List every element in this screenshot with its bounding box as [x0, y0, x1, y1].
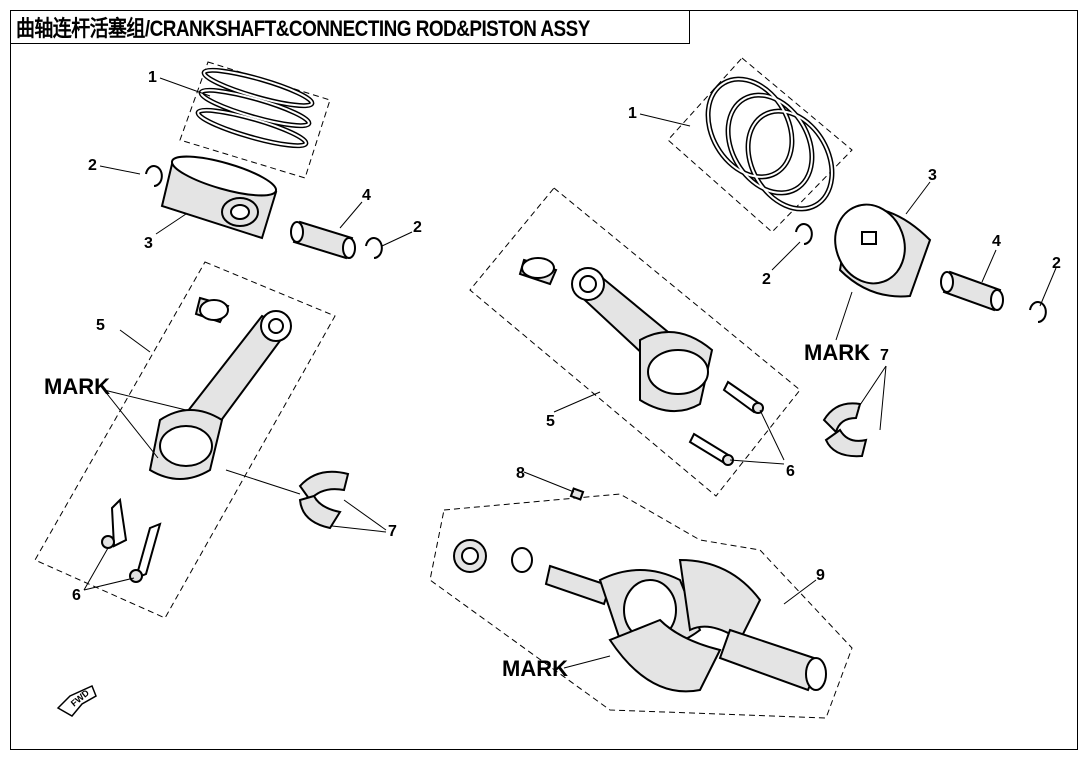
left-callout-4: 4 — [362, 187, 371, 204]
crankshaft — [453, 487, 827, 693]
left-callout-1: 1 — [148, 69, 157, 86]
left-mark-label: MARK — [44, 374, 110, 399]
left-bearing-shells — [298, 470, 350, 530]
diagram-title: 曲轴连杆活塞组/CRANKSHAFT&CONNECTING ROD&PISTON… — [16, 15, 590, 41]
left-callout-7: 7 — [388, 523, 397, 540]
right-conrod-group-box — [469, 187, 801, 497]
right-circlip-right — [1029, 301, 1047, 323]
right-callout-6: 6 — [786, 463, 795, 480]
left-circlip-top — [145, 165, 163, 187]
right-piston-pin — [940, 270, 1004, 312]
right-rings-group-box — [667, 57, 853, 233]
right-conrod — [518, 257, 764, 466]
right-piston-rings — [705, 76, 835, 212]
right-callout-5: 5 — [546, 413, 555, 430]
right-callout-7: 7 — [880, 347, 889, 364]
crank-callout-8: 8 — [516, 465, 525, 482]
right-mark-label: MARK — [804, 340, 870, 365]
left-callout-3: 3 — [144, 235, 153, 252]
fwd-arrow-icon: FWD — [56, 684, 97, 717]
crank-callout-9: 9 — [816, 567, 825, 584]
left-callout-2b: 2 — [413, 219, 422, 236]
right-callout-2b: 2 — [1052, 255, 1061, 272]
right-circlip-left — [795, 223, 813, 245]
left-circlip-right — [365, 237, 383, 259]
left-piston-rings — [195, 67, 315, 149]
left-callout-5: 5 — [96, 317, 105, 334]
left-piston-pin — [290, 220, 356, 260]
left-callout-6: 6 — [72, 587, 81, 604]
left-conrod — [101, 296, 292, 583]
drawing-frame — [10, 10, 1078, 750]
right-callout-2a: 2 — [762, 271, 771, 288]
right-callout-1: 1 — [628, 105, 637, 122]
right-callout-3: 3 — [928, 167, 937, 184]
right-callout-4: 4 — [992, 233, 1001, 250]
title-box: 曲轴连杆活塞组/CRANKSHAFT&CONNECTING ROD&PISTON… — [10, 10, 691, 44]
right-piston — [834, 203, 932, 298]
left-callout-2a: 2 — [88, 157, 97, 174]
right-bearing-shells — [822, 402, 868, 458]
crank-group-box — [429, 493, 853, 719]
left-piston — [160, 155, 278, 240]
left-conrod-group-box — [34, 261, 336, 619]
crank-mark-label: MARK — [502, 656, 568, 681]
